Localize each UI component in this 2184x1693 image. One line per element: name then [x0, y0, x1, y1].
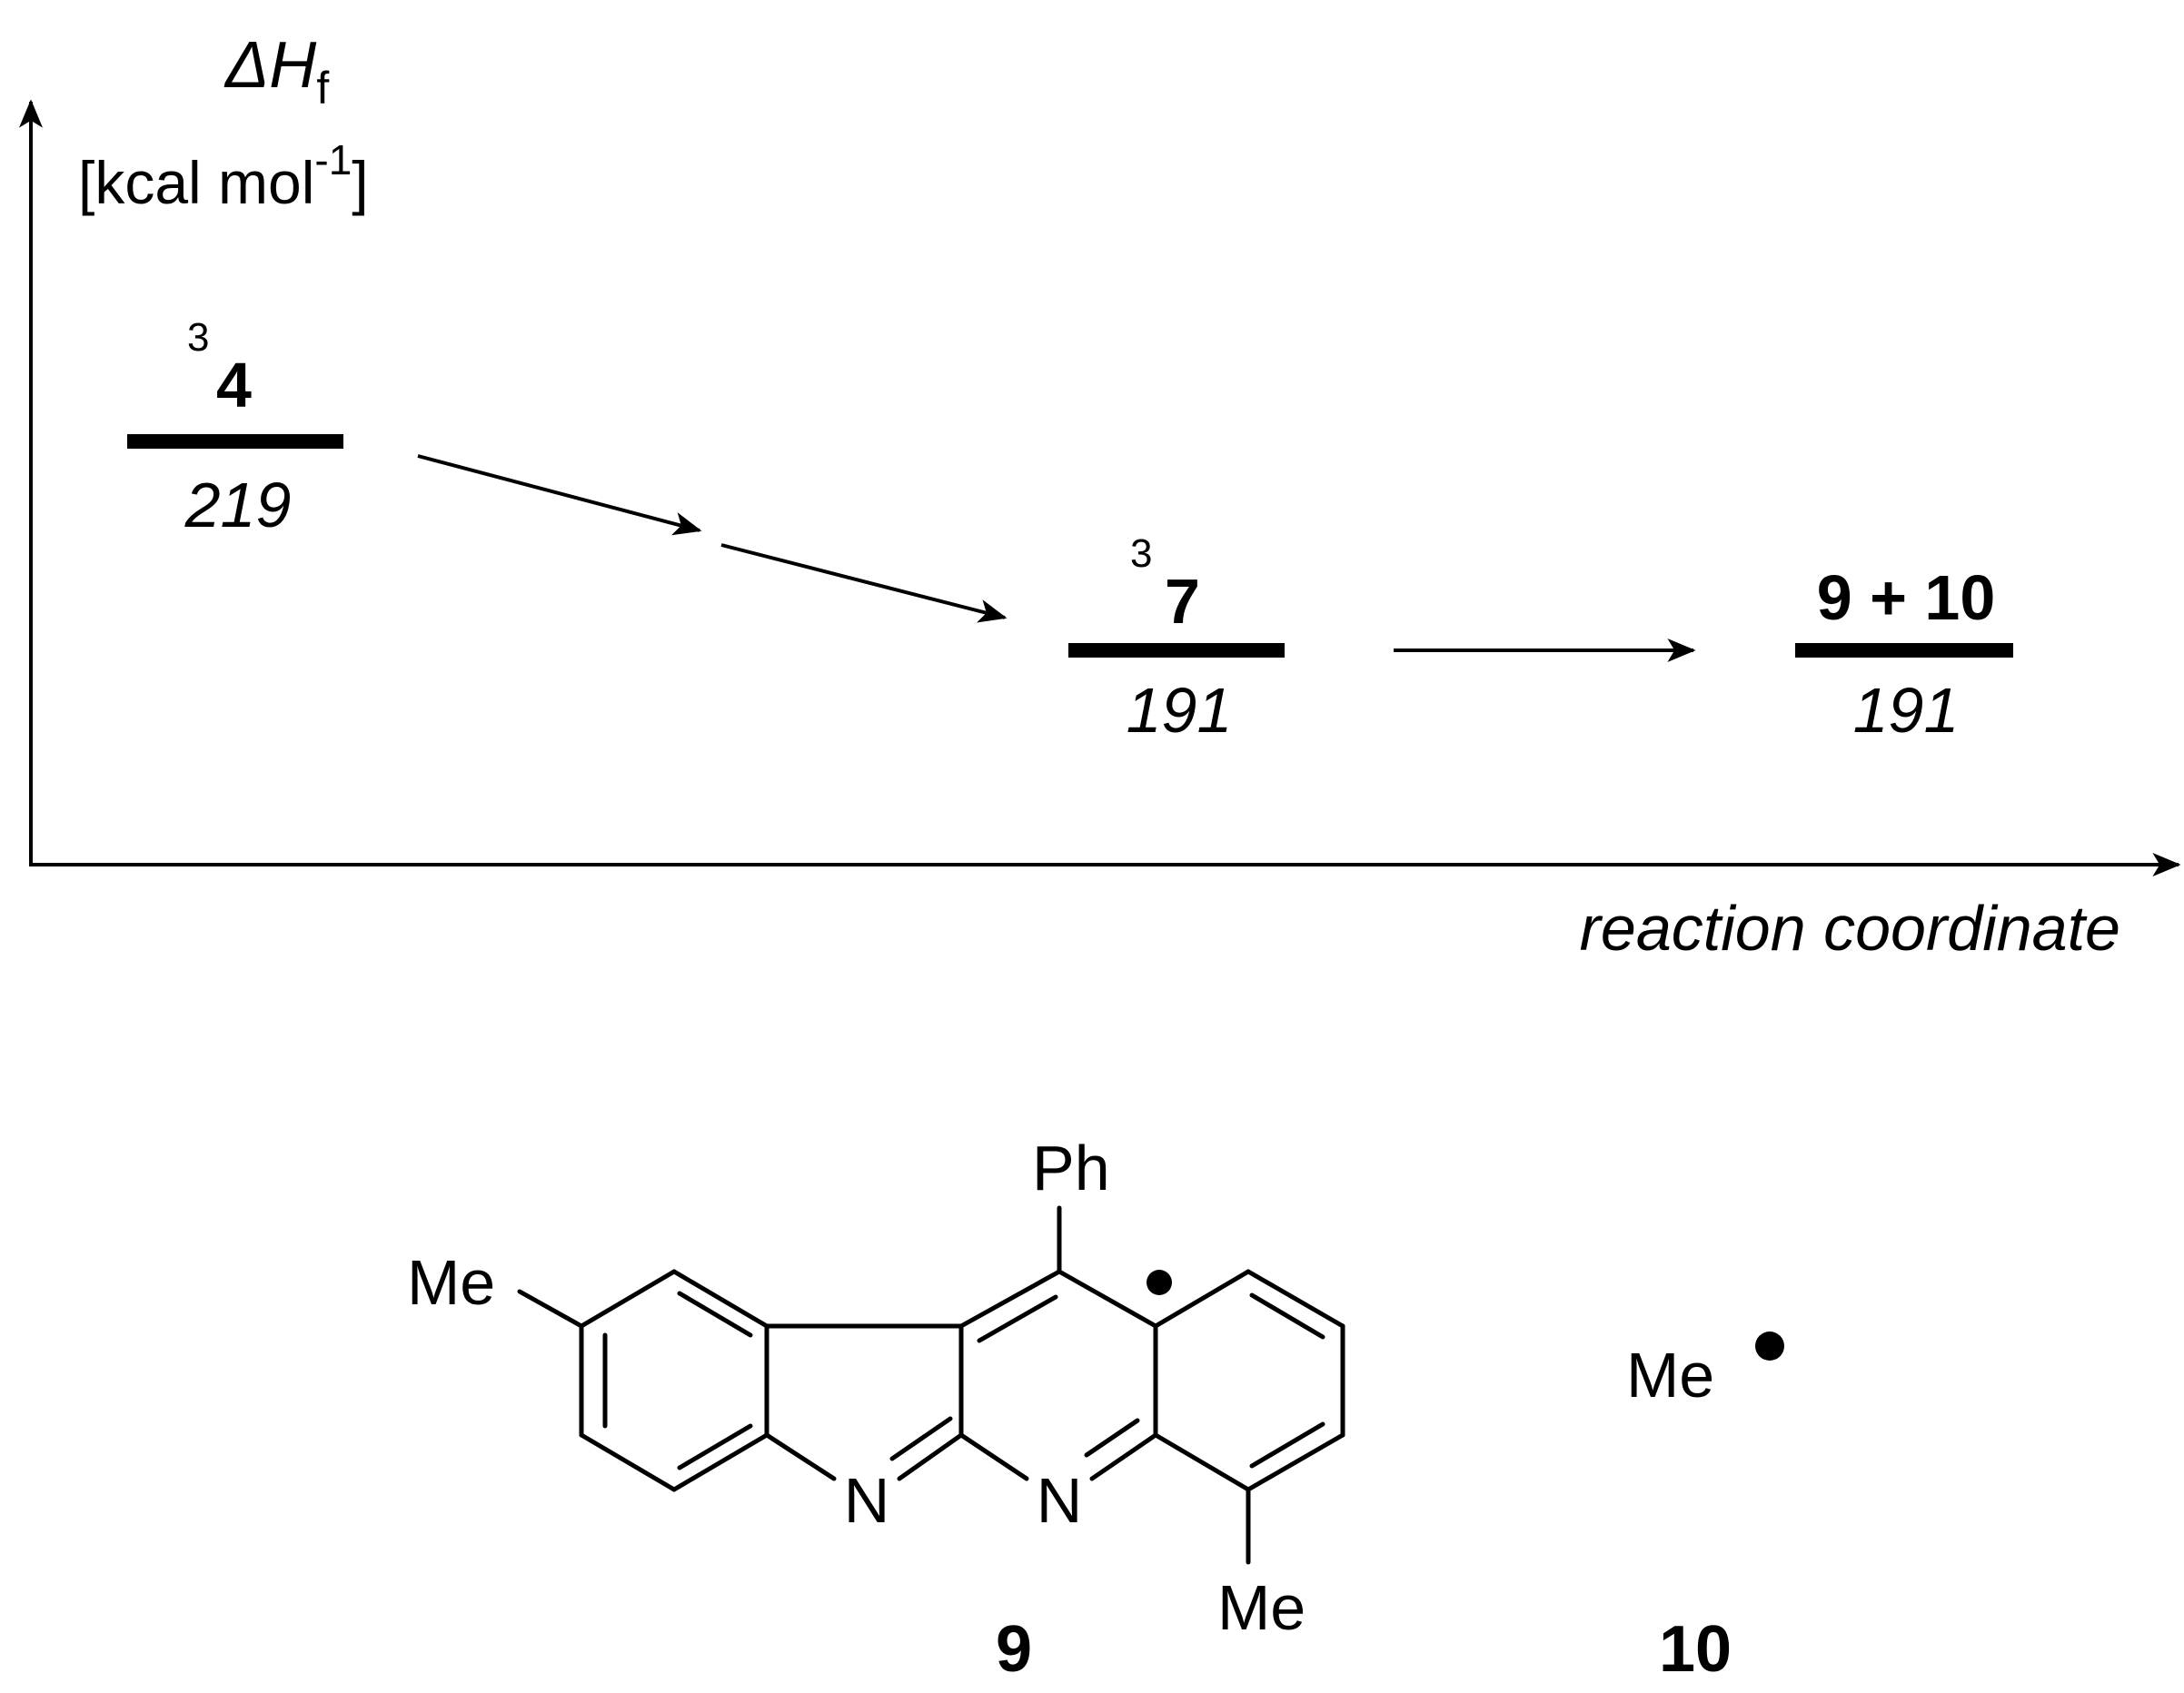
y-axis-unit: [kcal mol-1]	[78, 136, 369, 216]
structure-10-group: Me	[1626, 1340, 1714, 1411]
structure-9-atom-n1: N	[844, 1465, 890, 1536]
level-7-label: 7	[1165, 566, 1200, 637]
structure-9	[517, 1205, 1345, 1565]
y-axis-label: ΔHf	[223, 29, 329, 114]
level-4-value: 219	[184, 470, 292, 540]
level-4-superscript: 3	[187, 315, 209, 360]
y-axis-subscript: f	[316, 63, 329, 114]
level-products-value: 191	[1853, 675, 1960, 746]
arrow-intermediate-to-7	[720, 543, 1008, 623]
level-7-superscript: 3	[1130, 531, 1152, 576]
level-products-label: 9 + 10	[1817, 562, 1996, 633]
structure-9-number: 9	[996, 1613, 1032, 1686]
level-7-value: 191	[1127, 675, 1233, 746]
structure-9-substituent-left: Me	[407, 1247, 495, 1318]
arrow-4-to-intermediate	[417, 454, 702, 536]
radical-dot-9	[1147, 1270, 1172, 1295]
y-axis-symbol: ΔH	[223, 29, 317, 102]
radical-dot-10	[1755, 1332, 1784, 1361]
x-axis-label: reaction coordinate	[1580, 893, 2120, 964]
structure-9-substituent-top: Ph	[1032, 1133, 1110, 1203]
y-unit-superscript: -1	[314, 136, 352, 183]
y-unit-close: ]	[352, 149, 368, 216]
level-4-label: 4	[216, 350, 252, 421]
structure-9-substituent-bottom: Me	[1217, 1572, 1305, 1643]
y-unit-open: [kcal mol	[78, 149, 314, 216]
structure-9-atom-n2: N	[1037, 1465, 1083, 1536]
structure-10-number: 10	[1659, 1613, 1732, 1686]
